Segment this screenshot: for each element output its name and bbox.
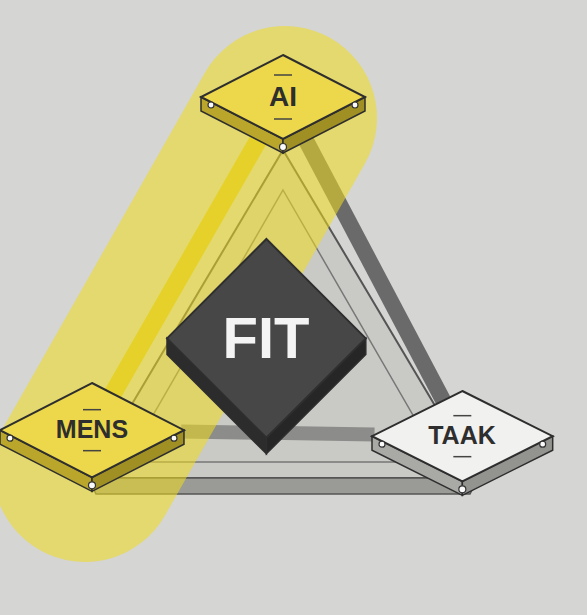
node-face: AI bbox=[201, 55, 365, 139]
tick-mark bbox=[83, 450, 101, 452]
corner-dot bbox=[88, 482, 95, 489]
tick-mark bbox=[453, 415, 471, 417]
tile-node: TAAK bbox=[372, 391, 553, 495]
node-label: TAAK bbox=[428, 423, 496, 448]
inner-frame bbox=[126, 190, 440, 462]
shape-top bbox=[201, 55, 365, 139]
shape-top bbox=[167, 239, 366, 438]
node-face: TAAK bbox=[372, 391, 553, 481]
corner-dot bbox=[208, 102, 214, 108]
tick-mark bbox=[274, 74, 292, 76]
node-label: FIT bbox=[223, 309, 310, 367]
corner-dot bbox=[458, 486, 465, 493]
shape-top bbox=[372, 391, 553, 481]
tick-mark bbox=[274, 118, 292, 120]
tile-node: AI bbox=[201, 55, 365, 153]
node-label: MENS bbox=[56, 417, 128, 442]
node-face: MENS bbox=[0, 383, 184, 477]
node-face: FIT bbox=[167, 239, 366, 438]
node-label: AI bbox=[269, 83, 297, 111]
corner-dot bbox=[352, 102, 358, 108]
corner-dot bbox=[539, 441, 545, 447]
tile-node: MENS bbox=[0, 383, 184, 491]
corner-dot bbox=[171, 435, 177, 441]
corner-dot bbox=[280, 144, 287, 151]
tick-mark bbox=[453, 456, 471, 458]
platform-edge bbox=[88, 478, 478, 494]
shape-top bbox=[0, 383, 184, 477]
corner-dot bbox=[7, 435, 13, 441]
tick-mark bbox=[83, 409, 101, 411]
corner-dot bbox=[379, 441, 385, 447]
fit-diamond: FIT bbox=[167, 239, 366, 454]
